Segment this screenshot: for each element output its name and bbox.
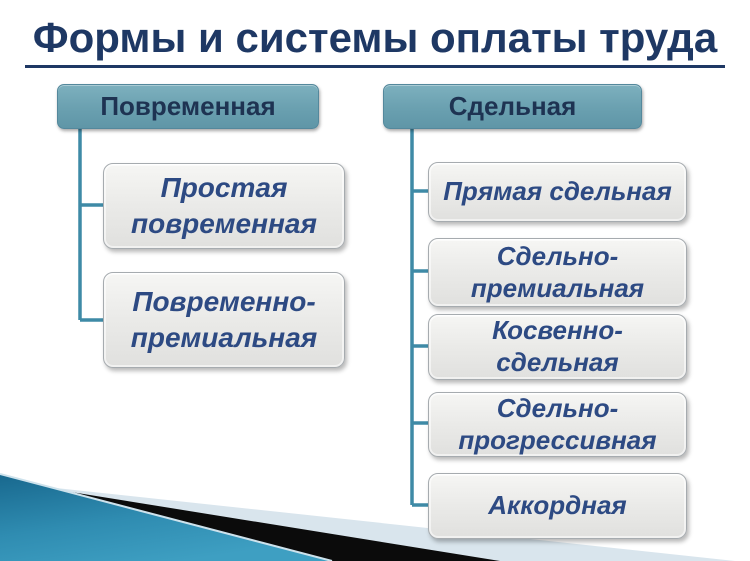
node-label-line: Аккордная	[488, 490, 627, 521]
title-wrap: Формы и системы оплаты труда	[0, 15, 750, 69]
node-label-line: Простая	[160, 171, 288, 203]
node-akkordnaya: Аккордная	[428, 473, 687, 539]
node-povremenno-premialnaya: Повременно- премиальная	[103, 272, 345, 368]
node-prostaya-povremennaya: Простая повременная	[103, 163, 345, 249]
node-label-line: повременная	[131, 208, 317, 239]
decoration-teal-wedge	[0, 474, 332, 561]
node-label-line: Сдельно-	[496, 240, 619, 271]
connector-right-branch	[410, 127, 428, 507]
decoration-black-stripe	[0, 487, 500, 561]
node-label-line: Сдельно-	[496, 392, 619, 423]
node-label-line: Прямая сдельная	[443, 176, 672, 207]
node-label-line: прогрессивная	[458, 424, 657, 455]
decoration-light-edge	[0, 473, 333, 561]
node-label-line: Косвенно-	[492, 315, 623, 346]
node-povremennaya: Повременная	[57, 84, 319, 129]
node-pryamaya-sdelnaya: Прямая сдельная	[428, 162, 687, 222]
page-title: Формы и системы оплаты труда	[24, 15, 726, 69]
connector-left-branch	[78, 127, 103, 322]
node-kosvenno-sdelnaya: Косвенно- сдельная	[428, 314, 687, 380]
node-label: Сдельная	[448, 91, 577, 121]
node-sdelno-progressivnaya: Сдельно- прогрессивная	[428, 392, 687, 457]
node-sdelnaya: Сдельная	[383, 84, 642, 129]
node-sdelno-premialnaya: Сдельно- премиальная	[428, 238, 687, 307]
node-label-line: премиальная	[130, 322, 318, 353]
node-label-line: премиальная	[470, 272, 645, 303]
node-label-line: Повременно-	[132, 285, 316, 317]
node-label-line: сдельная	[496, 347, 619, 377]
node-label: Повременная	[100, 91, 276, 121]
